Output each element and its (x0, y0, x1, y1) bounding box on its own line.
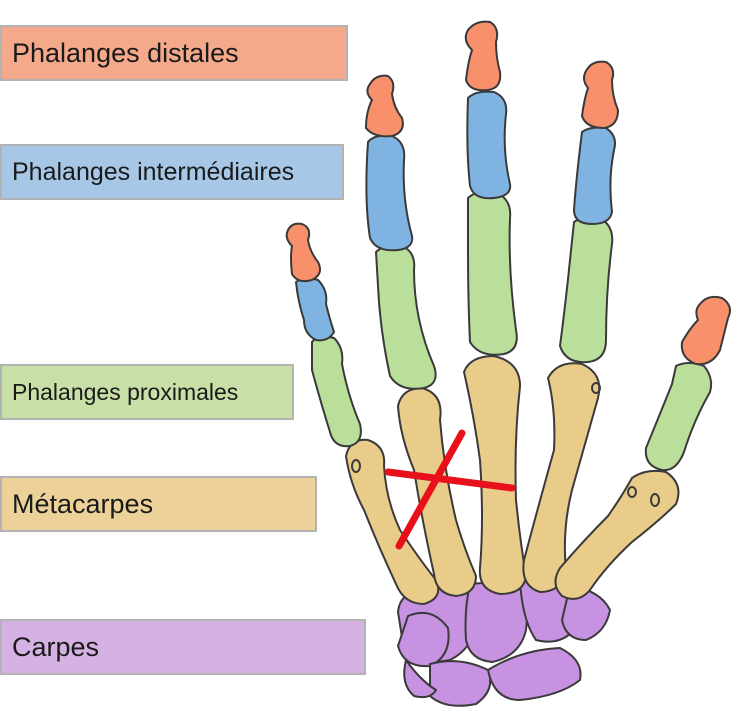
proximal-phalanges (311, 190, 713, 472)
label-phalanges-proximales: Phalanges proximales (0, 364, 294, 420)
metacarpal-bones (345, 355, 680, 605)
intermediate-phalanges (295, 90, 616, 342)
fracture-cross-mark (384, 429, 516, 550)
label-phalanges-intermediaires: Phalanges intermédiaires (0, 144, 344, 200)
label-carpes: Carpes (0, 619, 366, 675)
bone-details (351, 382, 660, 507)
label-phalanges-distales: Phalanges distales (0, 25, 348, 81)
distal-phalanges (285, 20, 731, 366)
label-metacarpes: Métacarpes (0, 476, 317, 532)
